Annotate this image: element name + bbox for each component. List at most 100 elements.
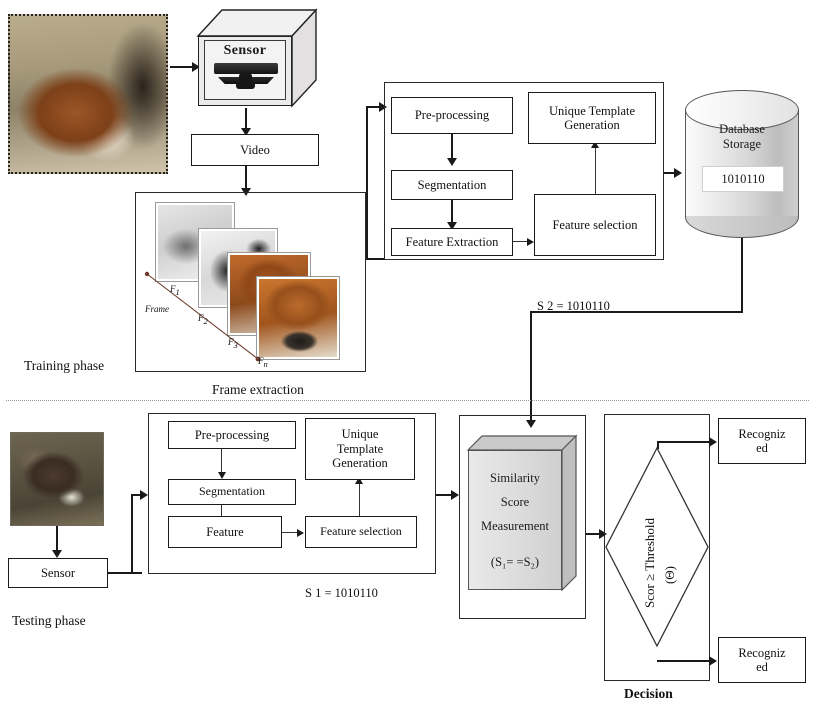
output-1-line-1: Recogniz [738,426,786,441]
connector-db-to-similarity [530,311,532,423]
frame-extraction-caption: Frame extraction [212,382,304,397]
connector-db-left [530,311,743,313]
connector-testphoto-to-sensor [56,526,58,552]
connector-fs-to-utg [595,146,597,194]
testing-segmentation-box: Segmentation [168,479,296,505]
testing-pipeline-group [148,413,436,574]
arrowhead-photo-to-sensor [192,61,200,72]
similarity-line-1: Similarity [490,470,540,485]
testing-input-photo [10,432,104,526]
connector-db-down [741,238,743,312]
decision-group [604,414,710,681]
arrowhead-similarity-to-decision [599,528,607,539]
video-box: Video [191,134,319,166]
training-unique-template-box: Unique Template Generation [528,92,656,144]
training-pre-processing-box: Pre-processing [391,97,513,134]
db-title: Database Storage [685,122,799,152]
testing-unique-template-box: Unique Template Generation [305,418,415,480]
output-2-line-2: ed [756,660,768,674]
arrowhead-sensor-to-video [241,128,251,136]
db-title-line-1: Database [719,122,765,136]
connector-decision-to-output-2 [657,660,714,662]
training-phase-label: Training phase [24,358,105,373]
test-utg-line-1: Unique [341,427,379,442]
test-utg-line-3: Generation [332,456,388,471]
decision-threshold-symbol: (Θ) [662,566,677,585]
sensor-inner-panel: Sensor [204,40,286,100]
connector-video-to-frames [245,166,247,190]
testing-feature-selection-box: Feature selection [305,516,417,548]
output-2-line-1: Recogniz [738,645,786,660]
arrowhead-frames-to-pipeline [379,101,387,112]
db-title-line-2: Storage [722,136,762,151]
connector-decision-to-output-1 [657,441,714,443]
s1-score-label: S 1 = 1010110 [305,586,378,600]
decision-condition-text: Scor ≥ Threshold [642,518,657,608]
arrowhead-fs-to-utg [591,141,599,148]
training-feature-selection-box: Feature selection [534,194,656,256]
connector-test-pre-to-seg [221,449,223,474]
frame-label-2: F2 [198,313,208,326]
utg-line-2: Generation [564,118,620,132]
arrowhead-testphoto-to-sensor [52,550,62,558]
connector-pipeline-to-db [664,172,678,174]
connector-frames-to-pipeline [366,106,382,108]
similarity-3d-box: Similarity Score Measurement (S₁= =S₂) [466,428,578,606]
arrowhead-test-feature-to-fs [297,528,304,537]
decision-caption: Decision [624,686,673,701]
arrowhead-db-to-similarity [526,420,536,428]
arrowhead-decision-to-output-2 [709,655,717,666]
s2-score-label: S 2 = 1010110 [537,299,610,313]
arrowhead-test-fs-to-utg [355,477,363,484]
connector-sensor-to-video [245,108,247,130]
connector-testpipeline-to-similarity [436,494,456,496]
testing-phase-label: Testing phase [12,613,86,628]
connector-test-seg-to-feature [221,505,223,523]
decision-diamond: Scor ≥ Threshold (Θ) [604,414,710,681]
output-recognized-box-2: Recogniz ed [718,637,806,683]
arrowhead-test-pre-to-seg [217,472,226,479]
frame-thumb-4 [256,276,340,360]
connector-frames-right [366,258,384,260]
connector-photo-to-sensor [170,66,194,68]
similarity-formula: (S₁= =S₂) [490,555,540,570]
training-pipeline-group [384,82,664,260]
testing-sensor-box: Sensor [8,558,108,588]
similarity-line-2: Score [500,494,530,509]
frame-label-1: F1 [170,284,180,297]
connector-test-fs-to-utg [359,482,361,516]
arrowhead-decision-to-output-1 [709,436,717,447]
arrowhead-seg-to-fe [447,222,457,230]
similarity-line-3: Measurement [480,519,550,533]
testing-pre-processing-box: Pre-processing [168,421,296,449]
frame-label-4: Fn [258,356,268,369]
connector-decision-top-stub [657,441,659,449]
sensor-3d-box: Sensor [196,8,318,108]
frame-extraction-group [135,192,366,372]
arrowhead-pipeline-to-db [674,167,682,178]
connector-test-feature-to-fs [282,532,302,534]
similarity-group [459,415,586,619]
arrowhead-fe-to-fs [527,237,534,246]
connector-similarity-to-decision [586,533,604,535]
test-utg-line-2: Template [336,441,384,456]
connector-testsensor-right [108,572,142,574]
utg-line-1: Unique Template [548,103,636,118]
training-input-photo [8,14,168,174]
database-storage-cylinder: Database Storage 1010110 [685,88,799,246]
output-1-line-2: ed [756,441,768,455]
connector-seg-to-fe [451,200,453,224]
frame-axis-arrow [144,271,261,362]
output-recognized-box-1: Recogniz ed [718,418,806,464]
kinect-sensor-icon [205,41,287,101]
frame-axis-label: Frame [145,304,169,314]
connector-pre-to-seg [451,134,453,160]
arrowhead-testsensor-to-pipeline [140,489,148,500]
training-feature-extraction-box: Feature Extraction [391,228,513,256]
connector-frames-up [366,106,368,259]
connector-testsensor-up [131,494,133,573]
connector-testsensor-to-pipeline [131,494,145,496]
phase-divider [6,400,809,401]
testing-feature-box: Feature [168,516,282,548]
